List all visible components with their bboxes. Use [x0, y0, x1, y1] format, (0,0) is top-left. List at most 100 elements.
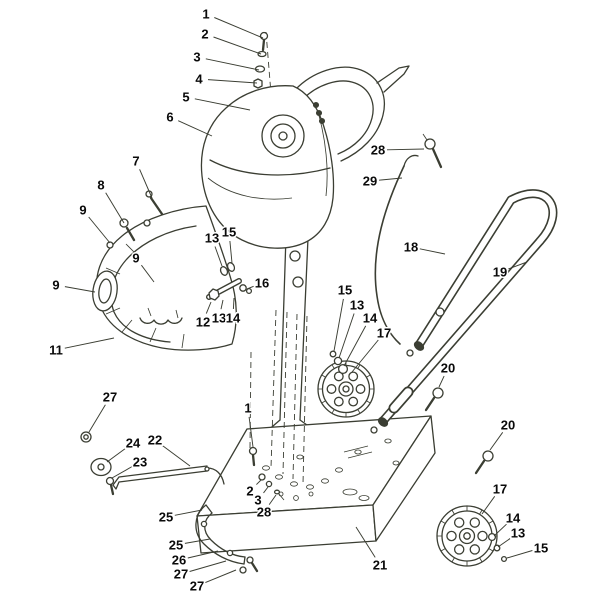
- leader-line: [194, 98, 251, 111]
- part-label-3: 3: [254, 493, 261, 508]
- leader-line: [189, 560, 227, 572]
- front-wheel-washer-large: [337, 363, 349, 375]
- leader-line: [88, 216, 111, 244]
- part-label-7: 7: [132, 154, 139, 169]
- part-label-27: 27: [103, 390, 117, 405]
- air-cleaner: [261, 114, 305, 158]
- part-label-26: 26: [172, 553, 186, 568]
- leader-line: [355, 526, 376, 558]
- axle-bolts: [424, 387, 494, 475]
- bottom-left-hardware: [80, 431, 225, 496]
- front-wheel-washer-mid: [333, 356, 343, 366]
- part-label-27: 27: [174, 567, 188, 582]
- part-label-4: 4: [195, 72, 203, 87]
- part-label-13: 13: [350, 298, 364, 313]
- part-label-8: 8: [97, 178, 104, 193]
- leader-line: [161, 445, 191, 467]
- part-label-23: 23: [133, 455, 147, 470]
- part-label-9: 9: [52, 278, 59, 293]
- rear-wheel-washer-large: [487, 532, 497, 542]
- leader-line: [232, 297, 235, 310]
- leader-line: [378, 177, 403, 181]
- part-label-16: 16: [255, 276, 269, 291]
- leader-line: [419, 248, 446, 255]
- part-label-2: 2: [246, 484, 253, 499]
- leader-line: [351, 339, 379, 373]
- leader-line: [111, 466, 133, 479]
- handlebar: [370, 189, 558, 434]
- leader-line: [174, 509, 203, 516]
- leader-line: [506, 550, 533, 559]
- part-label-17: 17: [493, 482, 507, 497]
- leader-line: [187, 550, 219, 559]
- part-label-5: 5: [182, 90, 189, 105]
- part-label-27: 27: [190, 579, 204, 594]
- rear-wheel-washer-small: [500, 555, 508, 563]
- throttle-cable: [374, 133, 443, 345]
- blade-shaft-hardware: [206, 262, 253, 301]
- part-label-13: 13: [212, 311, 226, 326]
- leader-line: [184, 538, 211, 544]
- part-label-19: 19: [493, 265, 507, 280]
- leader-lines: [64, 17, 533, 584]
- part-label-1: 1: [202, 7, 209, 22]
- part-label-11: 11: [49, 343, 63, 358]
- base-plate: [196, 415, 436, 554]
- leader-line: [141, 264, 155, 283]
- cable-pin: [424, 138, 436, 150]
- leader-line: [106, 447, 126, 463]
- part-label-15: 15: [338, 283, 352, 298]
- base-fasteners: [248, 446, 285, 501]
- leader-line: [64, 337, 115, 349]
- leader-line: [438, 375, 445, 388]
- leader-line: [246, 285, 254, 290]
- part-label-25: 25: [159, 510, 173, 525]
- leader-line: [333, 298, 344, 352]
- part-label-9: 9: [132, 251, 139, 266]
- leader-line: [64, 286, 96, 293]
- leader-line: [493, 523, 507, 537]
- part-label-20: 20: [501, 418, 515, 433]
- part-label-28: 28: [257, 505, 271, 520]
- blade-guard: [92, 205, 237, 351]
- part-label-9: 9: [79, 203, 86, 218]
- leader-line: [343, 325, 367, 367]
- leader-line: [268, 494, 277, 505]
- leader-line: [229, 240, 233, 264]
- leader-line: [489, 432, 504, 451]
- part-label-12: 12: [196, 315, 210, 330]
- part-label-13: 13: [511, 526, 525, 541]
- part-label-25: 25: [169, 538, 183, 553]
- part-label-14: 14: [363, 311, 378, 326]
- leader-line: [105, 192, 125, 224]
- leader-line: [88, 404, 106, 433]
- idler-disc: [90, 457, 112, 477]
- leader-line: [178, 120, 213, 137]
- part-label-3: 3: [193, 50, 200, 65]
- part-label-6: 6: [166, 110, 173, 125]
- engine-carry-handle: [294, 66, 385, 162]
- leader-line: [508, 261, 528, 270]
- leader-line: [481, 496, 496, 515]
- leader-line: [213, 36, 262, 55]
- part-label-1: 1: [244, 401, 251, 416]
- part-label-18: 18: [404, 240, 418, 255]
- part-label-15: 15: [534, 541, 548, 556]
- leader-line: [205, 301, 212, 314]
- engine-assembly: [200, 65, 410, 249]
- top-bolt-stack: [253, 31, 269, 89]
- leader-line: [214, 17, 264, 39]
- part-label-17: 17: [377, 326, 391, 341]
- rear-wheel: [436, 505, 508, 567]
- front-wheel: [317, 350, 375, 418]
- leader-line: [338, 313, 355, 359]
- part-label-20: 20: [441, 361, 455, 376]
- leader-line: [207, 79, 258, 84]
- leader-line: [248, 416, 254, 448]
- part-label-28: 28: [371, 143, 385, 158]
- leader-line: [139, 169, 153, 199]
- leader-line: [220, 299, 224, 310]
